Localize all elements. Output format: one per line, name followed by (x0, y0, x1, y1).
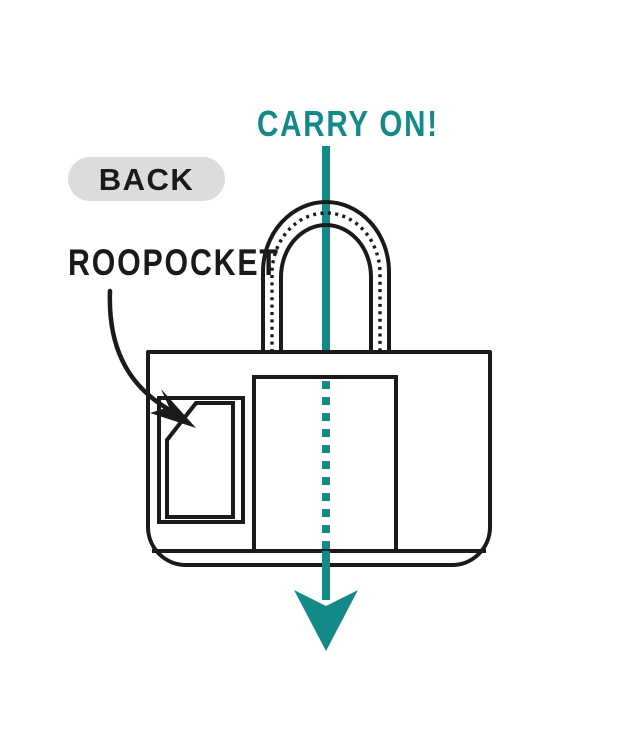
view-label-badge: BACK (68, 157, 225, 201)
carry-on-title: CARRY ON! (257, 103, 439, 144)
roopocket-shape-icon (157, 396, 245, 524)
bag-handle-icon (261, 200, 391, 352)
view-label-text: BACK (98, 161, 195, 197)
roopocket-callout-label: ROOPOCKET (68, 242, 280, 283)
curved-arrow-icon (107, 288, 196, 428)
down-arrow-icon (294, 590, 358, 651)
